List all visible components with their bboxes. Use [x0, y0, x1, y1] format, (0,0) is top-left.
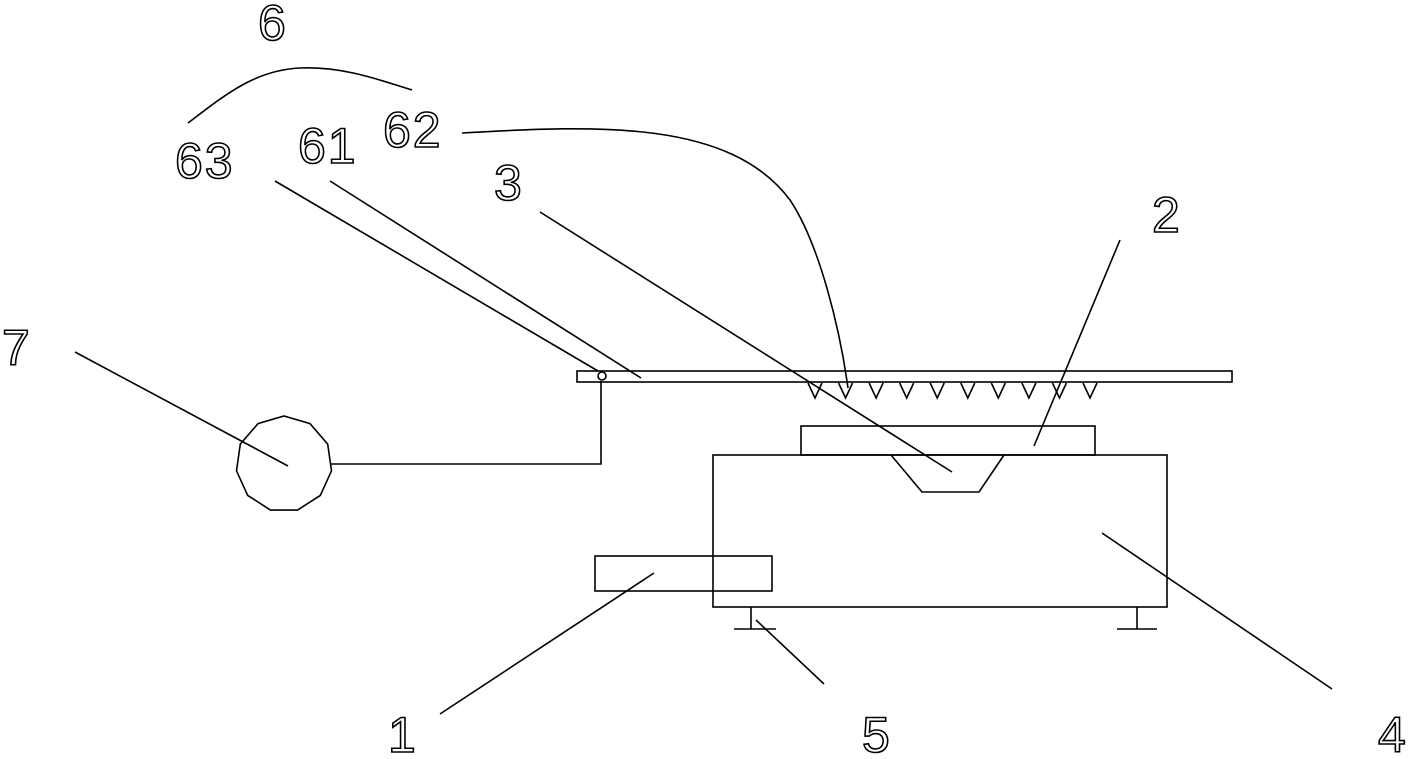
leader-2 — [1033, 239, 1121, 447]
leader-1 — [439, 572, 655, 715]
drain-outlet — [594, 555, 773, 592]
nozzle — [868, 382, 884, 400]
label-4: 4 — [1378, 707, 1408, 759]
leader-62 — [461, 128, 849, 389]
collection-groove — [890, 454, 1005, 493]
bracket-6 — [187, 67, 413, 124]
spray-bar-inlet-joint — [597, 371, 607, 381]
tank-body — [712, 454, 1168, 608]
leader-61 — [329, 180, 642, 379]
support-foot-left — [734, 607, 776, 630]
nozzle — [898, 382, 915, 400]
label-3: 3 — [494, 155, 524, 211]
nozzle — [837, 382, 854, 400]
nozzle — [1082, 382, 1098, 400]
support-foot-right — [1117, 607, 1157, 630]
plate-component — [800, 425, 1096, 456]
label-61: 61 — [298, 118, 358, 174]
label-1: 1 — [388, 707, 418, 759]
leader-7 — [74, 351, 289, 467]
nozzle — [929, 382, 945, 400]
pump-octagon — [235, 415, 333, 511]
nozzle — [1021, 382, 1037, 400]
nozzle — [1051, 382, 1068, 400]
leader-5 — [755, 619, 825, 685]
leader-63 — [274, 180, 599, 372]
leader-4 — [1101, 532, 1333, 690]
label-7: 7 — [2, 320, 32, 376]
leader-lines — [74, 67, 1333, 715]
label-62: 62 — [383, 102, 443, 158]
leader-3 — [539, 211, 953, 473]
nozzle — [960, 382, 976, 400]
label-2: 2 — [1152, 187, 1182, 243]
spray-bar — [576, 370, 1233, 383]
spray-bar-assembly — [576, 370, 1233, 400]
label-6: 6 — [258, 0, 288, 51]
label-5: 5 — [862, 707, 892, 759]
nozzle-row — [807, 382, 1098, 400]
nozzle — [990, 382, 1007, 400]
supply-pipe — [331, 381, 602, 465]
label-63: 63 — [175, 133, 235, 189]
